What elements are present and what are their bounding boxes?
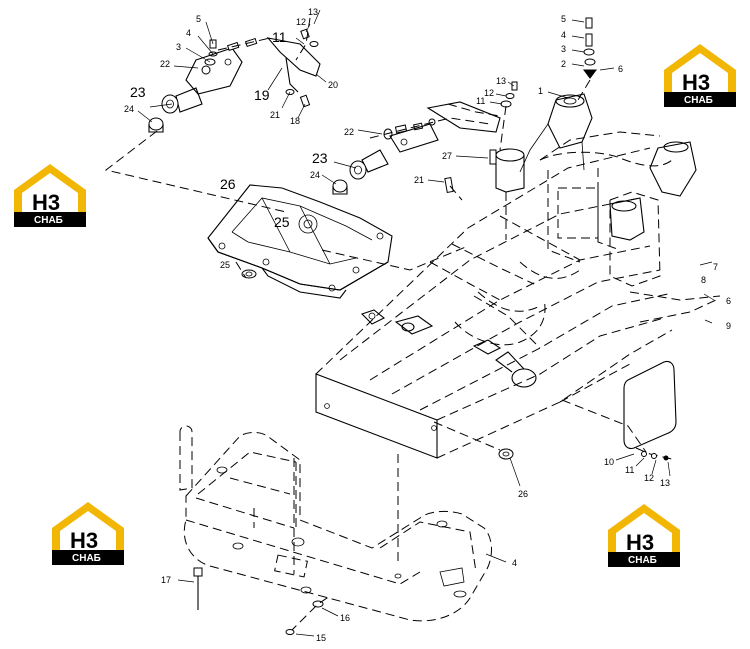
callout-12: 12: [296, 17, 306, 27]
svg-text:H3: H3: [682, 70, 710, 95]
upper-right-hardware: [571, 17, 615, 101]
callout-7: 7: [713, 262, 718, 272]
callout-20: 20: [328, 80, 338, 90]
svg-text:H3: H3: [626, 530, 654, 555]
callout-13: 13: [660, 478, 670, 488]
watermark-logo: H3 СНАБ: [608, 504, 680, 567]
callout-11: 11: [272, 29, 287, 45]
callout-24: 24: [124, 104, 134, 114]
upper-left-hardware: [137, 9, 327, 133]
counterweight: [179, 425, 492, 622]
callout-13: 13: [496, 76, 506, 86]
callout-11: 11: [476, 96, 485, 106]
callout-labels: 5 4 3 22 23 24 13 12 11 20 19 21 18 5 4 …: [124, 7, 731, 643]
rear-mount-tower: [609, 141, 697, 241]
callout-16: 16: [340, 613, 350, 623]
watermark-logo: H3 СНАБ: [52, 502, 124, 565]
callout-4: 4: [186, 28, 191, 38]
main-frame: [315, 93, 721, 459]
callout-3: 3: [176, 42, 181, 52]
svg-text:СНАБ: СНАБ: [72, 553, 101, 564]
callout-1: 1: [538, 86, 543, 96]
svg-text:СНАБ: СНАБ: [684, 95, 713, 106]
svg-text:СНАБ: СНАБ: [34, 215, 63, 226]
svg-text:H3: H3: [70, 528, 98, 553]
callout-5: 5: [561, 14, 566, 24]
svg-text:СНАБ: СНАБ: [628, 555, 657, 566]
callout-23: 23: [130, 84, 146, 100]
callout-4: 4: [512, 558, 517, 568]
watermark-logo: H3 СНАБ: [14, 164, 86, 227]
callout-26: 26: [518, 489, 528, 499]
callout-21: 21: [270, 110, 280, 120]
side-cover-panel: [559, 360, 677, 453]
callout-12: 12: [644, 473, 654, 483]
callout-15: 15: [316, 633, 326, 643]
callout-23: 23: [312, 150, 328, 166]
callout-4: 4: [561, 30, 566, 40]
callout-18: 18: [290, 116, 300, 126]
upper-centre-hardware: [321, 81, 569, 201]
callout-10: 10: [604, 457, 614, 467]
callout-5: 5: [196, 14, 201, 24]
callout-17: 17: [161, 575, 171, 585]
callout-24: 24: [310, 170, 320, 180]
callout-25: 25: [274, 214, 290, 230]
callout-9: 9: [726, 321, 731, 331]
callout-27: 27: [442, 151, 452, 161]
callout-3: 3: [561, 44, 566, 54]
side-panel-bolts: [615, 447, 677, 477]
counterweight-hardware: [177, 421, 521, 637]
callout-13: 13: [308, 7, 318, 17]
front-mount-tower: [519, 93, 593, 173]
callout-6: 6: [618, 64, 623, 74]
callout-2: 2: [561, 59, 566, 69]
callout-8: 8: [701, 275, 706, 285]
callout-12: 12: [484, 88, 494, 98]
callout-26: 26: [220, 176, 236, 192]
callout-25: 25: [220, 260, 230, 270]
callout-22: 22: [160, 59, 170, 69]
callout-22: 22: [344, 127, 354, 137]
callout-19: 19: [254, 87, 270, 103]
bushing-25-lower: [241, 269, 257, 279]
callout-6: 6: [726, 296, 731, 306]
mounting-plate: [207, 184, 393, 299]
watermark-logo: H3 СНАБ: [664, 44, 736, 107]
callout-11: 11: [625, 465, 634, 475]
callout-21: 21: [414, 175, 424, 185]
svg-text:H3: H3: [32, 190, 60, 215]
